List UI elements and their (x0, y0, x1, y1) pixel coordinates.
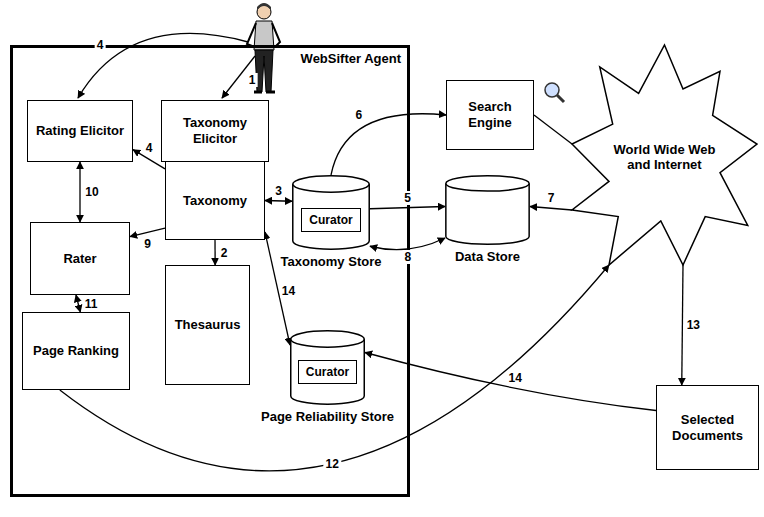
data-store: Page Reliability StoreCurator (290, 330, 365, 405)
connector (214, 240, 215, 265)
network-star: World Wide Web and Internet (572, 45, 757, 265)
step-number: 11 (83, 297, 100, 311)
node-label: Thesaurus (171, 317, 245, 333)
node-label: Page Reliability Store (261, 409, 394, 424)
step-number: 6 (353, 108, 364, 122)
node-label: Search Engine (447, 99, 533, 130)
cylinder-body (446, 183, 529, 244)
cylinder-body (291, 339, 365, 404)
cylinder-top (291, 331, 365, 348)
process-box: Taxonomy (165, 161, 265, 240)
node-label: Taxonomy Elicitor (162, 115, 268, 146)
process-box: Page Ranking (22, 312, 130, 390)
data-store: Data Store (445, 175, 530, 245)
step-number: 1 (247, 73, 258, 87)
step-number: 5 (402, 191, 413, 205)
step-number: 7 (546, 191, 557, 205)
agent-boundary: WebSifter AgentRating Elicitor Taxonomy E… (10, 45, 410, 497)
step-number: 14 (280, 284, 297, 298)
curator-box: Curator (298, 360, 357, 384)
connector (682, 265, 683, 385)
connector (331, 114, 446, 175)
process-box: Rating Elicitor (27, 100, 133, 162)
connector (265, 200, 292, 202)
process-box: Search Engine (446, 80, 534, 150)
step-number: 8 (402, 250, 413, 264)
connector (76, 295, 80, 312)
step-number: 4 (95, 38, 106, 52)
process-box: Taxonomy Elicitor (161, 100, 269, 162)
node-label: Rater (59, 251, 100, 267)
cylinder-top (446, 176, 529, 191)
magnifier-icon (545, 83, 564, 102)
node-label: Selected Documents (657, 412, 758, 443)
step-number: 2 (219, 246, 230, 260)
step-number: 13 (685, 318, 702, 332)
process-box: Rater (30, 222, 130, 295)
connector (530, 207, 572, 211)
node-label: Data Store (455, 249, 520, 264)
connector (534, 115, 572, 144)
curator-box: Curator (301, 208, 360, 232)
node-label: Taxonomy Store (281, 254, 382, 269)
connector (79, 162, 80, 222)
node-label: World Wide Web and Internet (613, 98, 717, 217)
step-number: 14 (507, 371, 524, 385)
data-store: Taxonomy StoreCurator (292, 175, 370, 250)
boundary-title: WebSifter Agent (301, 51, 401, 66)
node-label: Curator (303, 365, 352, 379)
star-shape (572, 45, 757, 265)
process-box: Thesaurus (165, 265, 250, 385)
step-number: 9 (142, 237, 153, 251)
cylinder-body (293, 184, 369, 249)
step-number: 3 (273, 184, 284, 198)
node-label: Taxonomy (179, 193, 251, 209)
node-label: Rating Elicitor (32, 123, 128, 139)
cylinder-outline (445, 175, 530, 245)
leader-line (78, 33, 248, 98)
cylinder-top (293, 176, 369, 193)
node-label: Page Ranking (29, 343, 123, 359)
connector (130, 228, 165, 236)
connector (60, 265, 609, 471)
step-number: 4 (144, 141, 155, 155)
step-number: 12 (324, 457, 341, 471)
document-box: Selected Documents (656, 385, 759, 470)
step-number: 10 (83, 185, 100, 199)
node-label: Curator (306, 213, 355, 227)
